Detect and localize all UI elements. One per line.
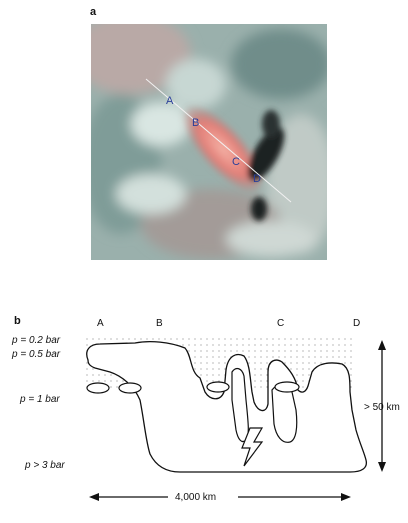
small-cloud-4 <box>275 382 299 392</box>
height-arrow <box>378 340 386 472</box>
small-cloud-1 <box>87 383 109 393</box>
small-cloud-3 <box>207 382 229 392</box>
width-arrow <box>89 493 351 501</box>
small-cloud-2 <box>119 383 141 393</box>
